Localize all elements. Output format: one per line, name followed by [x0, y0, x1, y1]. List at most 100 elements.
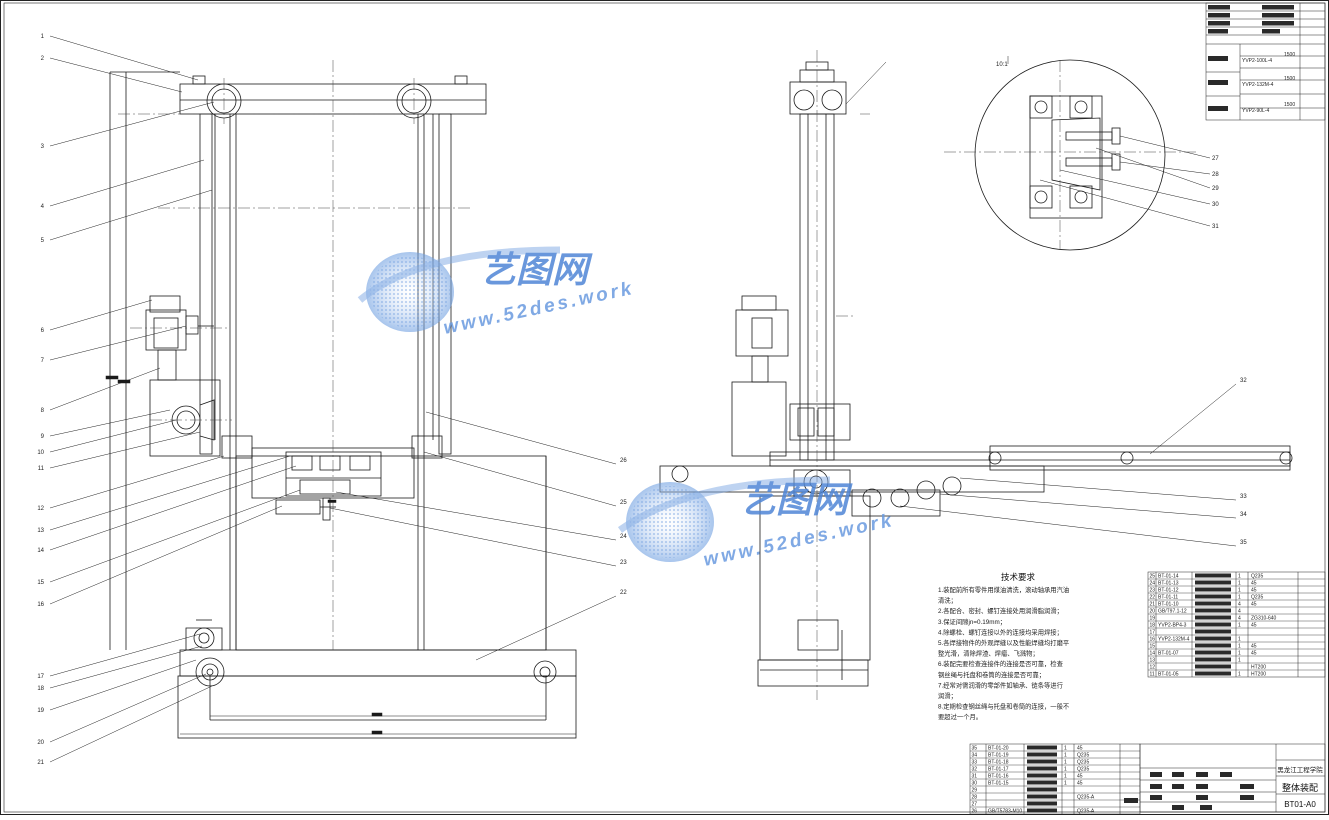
drawing-number: BT01-A0: [1284, 800, 1316, 809]
bom-mat: 45: [1077, 780, 1083, 786]
bom-qty: 1: [1064, 780, 1067, 786]
bom-no: 30: [972, 780, 978, 786]
bom-mat: Q235-A: [1077, 794, 1095, 800]
callout-label: 12: [37, 506, 44, 512]
bom-mat: Q235-A: [1077, 808, 1095, 814]
redaction: [1195, 629, 1231, 634]
redaction: [1195, 636, 1231, 641]
redaction: [1027, 801, 1057, 806]
redaction: [1262, 29, 1280, 34]
bom-mat: 45: [1251, 580, 1257, 586]
callout-label: 19: [37, 708, 44, 714]
bom-mat: 45: [1251, 643, 1257, 649]
callout-label: 20: [37, 740, 44, 746]
bom-mat: 45: [1251, 587, 1257, 593]
bom-mat: HT200: [1251, 671, 1266, 677]
bom-code: BT-01-13: [1158, 580, 1179, 586]
callout-label: 29: [1212, 186, 1219, 192]
redaction: [1195, 615, 1231, 620]
side-view: [659, 61, 1293, 687]
bom-no: 28: [972, 794, 978, 800]
front-view: [109, 71, 577, 739]
redaction: [1195, 671, 1231, 676]
bom-mat: 45: [1251, 601, 1257, 607]
tech-note-line: 要超过一个月。: [938, 712, 982, 721]
bom-no: 25: [1150, 573, 1156, 579]
redaction: [1195, 657, 1231, 662]
callout-label: 22: [620, 590, 627, 596]
bom-mat: 45: [1251, 622, 1257, 628]
bom-code: GB/T97.1-12: [1158, 608, 1187, 614]
bom-code: BT-01-07: [1158, 650, 1179, 656]
bom-no: 11: [1150, 671, 1155, 677]
callout-label: 13: [37, 528, 44, 534]
bom-mat: Q235: [1251, 594, 1263, 600]
bom-no: 20: [1150, 608, 1156, 614]
callout-label: 16: [37, 602, 44, 608]
side-leaders: [845, 56, 1237, 547]
redaction: [1195, 664, 1231, 669]
bom-no: 18: [1150, 622, 1156, 628]
redaction: [1195, 573, 1231, 578]
redaction: [1195, 587, 1231, 592]
bom-no: 17: [1150, 629, 1156, 635]
motor-rows: YVP2-100L-41500YVP2-132M-41500YVP2-90L-4…: [1208, 5, 1295, 114]
bom-code: BT-01-18: [988, 759, 1009, 765]
callout-label: 17: [37, 674, 44, 680]
bom-qty: 4: [1238, 601, 1241, 607]
bom-mat: Q235: [1077, 766, 1089, 772]
callout-label: 6: [41, 328, 45, 334]
callout-label: 25: [620, 500, 627, 506]
bom-no: 24: [1150, 580, 1156, 586]
redaction: [1195, 601, 1231, 606]
side-centerlines: [816, 50, 870, 700]
watermark-cn-lower: 艺图网: [740, 480, 853, 521]
bom-no: 16: [1150, 636, 1156, 642]
tech-notes: 1.装配前所有零件用煤油清洗，滚动轴承用汽油清洗；2.各配合、密封、螺钉连接处用…: [938, 585, 1070, 721]
redaction: [1027, 794, 1057, 799]
callout-label: 14: [37, 548, 44, 554]
bom-no: 21: [1150, 601, 1156, 607]
bom-code: BT-01-20: [988, 745, 1009, 751]
bom-qty: 1: [1238, 580, 1241, 586]
redaction: [1208, 80, 1228, 85]
tech-note-line: 5.各焊接物件的外观焊缝以及性能焊缝均打磨平: [938, 638, 1069, 647]
bom-code: BT-01-17: [988, 766, 1009, 772]
detail-scale: 10:1: [996, 62, 1008, 68]
redaction: [1027, 808, 1057, 813]
bom-qty: 1: [1238, 594, 1241, 600]
callout-label: 11: [38, 466, 45, 472]
bom-mat: Q235: [1251, 573, 1263, 579]
redaction: [1027, 752, 1057, 757]
redaction: [1208, 13, 1230, 18]
detail-centerlines: [944, 60, 1196, 250]
bom-mat: HT200: [1251, 664, 1266, 670]
tech-note-line: 4.除螺栓、螺钉连接以外的连接均采用焊接；: [938, 627, 1063, 636]
tech-note-line: 7.经常对需润滑的零部件如轴承、链条等进行: [938, 680, 1064, 689]
callout-label: 3: [41, 144, 45, 150]
front-leaders: [49, 35, 617, 763]
motor-speed: 1500: [1284, 76, 1295, 82]
redaction: [1208, 56, 1228, 61]
callout-label: 9: [41, 434, 45, 440]
redaction: [1262, 5, 1294, 10]
tech-note-line: 1.装配前所有零件用煤油清洗，滚动轴承用汽油: [938, 585, 1069, 594]
bom-no: 14: [1150, 650, 1156, 656]
bom-code: BT-01-14: [1158, 573, 1179, 579]
inner-border: [3, 2, 1326, 813]
tech-note-line: 整光滑，清除焊渣、焊瘤、飞溅物；: [938, 649, 1039, 658]
motor-speed: 1500: [1284, 52, 1295, 58]
bom-mat: 45: [1077, 773, 1083, 779]
redaction: [1208, 21, 1230, 26]
tech-note-line: 8.定期检查钢丝绳与托盘和卷筒的连接，一般不: [938, 702, 1070, 711]
dim-inner: 1200: [367, 710, 378, 716]
bom-no: 29: [972, 787, 978, 793]
bom-mat: Q235: [1077, 759, 1089, 765]
tech-note-line: 6.装配完要检查连接件的连接是否可靠，检查: [938, 659, 1064, 668]
bom-qty: 1: [1238, 657, 1241, 663]
callout-label: 24: [620, 534, 627, 540]
